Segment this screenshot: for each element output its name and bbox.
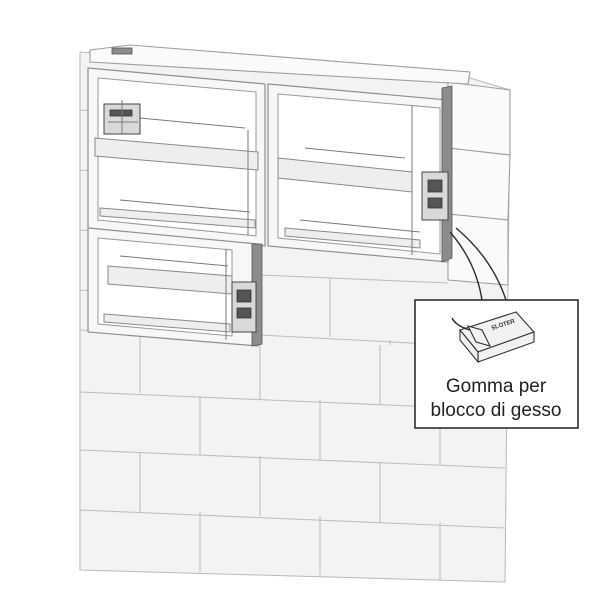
damper-upper-left [87,67,266,247]
damper-upper-left-actuator [103,100,141,135]
damper-lower-left-actuator [231,281,257,333]
wall-right-edge [447,81,511,156]
callout-label-line2: blocco di gesso [431,400,562,421]
callout-leader-2 [455,227,507,301]
damper-upper-right-actuator [421,171,449,221]
damper-upper-right-base [284,227,421,249]
damper-upper-right [267,83,453,263]
damper-upper-left-blade [94,137,259,171]
damper-lower-left [87,227,263,347]
wall-right-edge-2 [447,147,511,221]
top-seal-strip [111,47,133,55]
top-slab [89,44,471,85]
spatula-icon [451,317,492,347]
callout-label-line1: Gomma per [446,376,547,397]
damper-lower-left-base [103,313,231,333]
callout-leader [449,231,483,301]
damper-upper-left-base [99,207,256,229]
callout: SLOTER Gomma per blocco di gesso [414,227,579,429]
